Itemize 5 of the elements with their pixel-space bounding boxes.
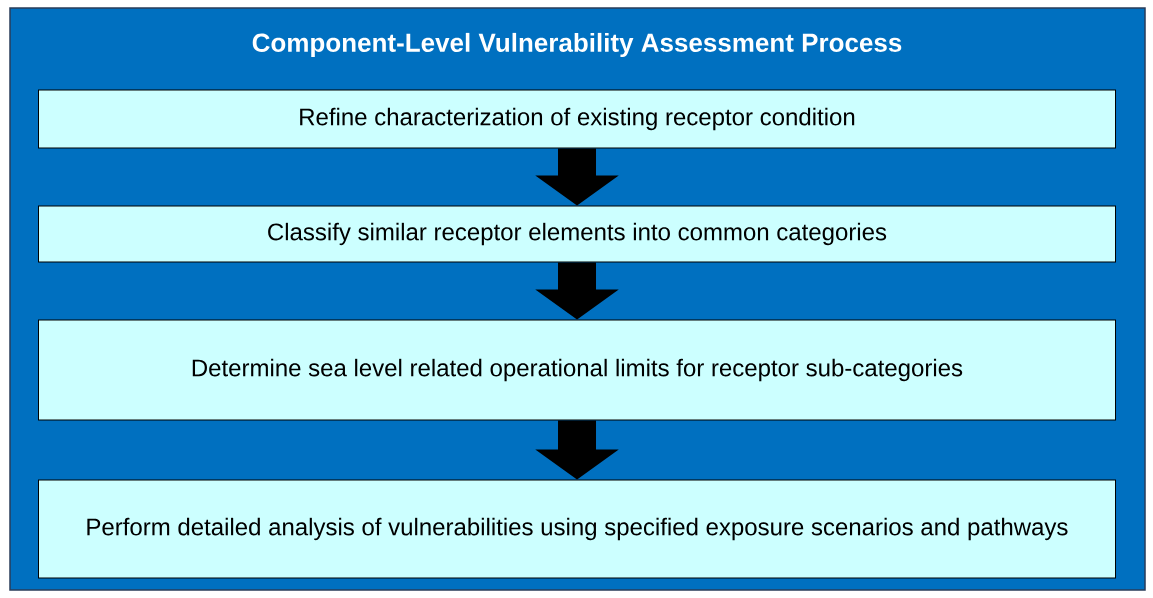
- process-box: Classify similar receptor elements into common categories: [38, 205, 1116, 263]
- process-box: Perform detailed analysis of vulnerabilities using specified exposure scenarios and pathways: [38, 479, 1116, 579]
- title: Component-Level Vulnerability Assessment Process: [252, 32, 902, 58]
- process-box: Determine sea level related operational limits for receptor sub-categories: [38, 319, 1116, 421]
- process-box: Refine characterization of existing receptor condition: [38, 89, 1116, 149]
